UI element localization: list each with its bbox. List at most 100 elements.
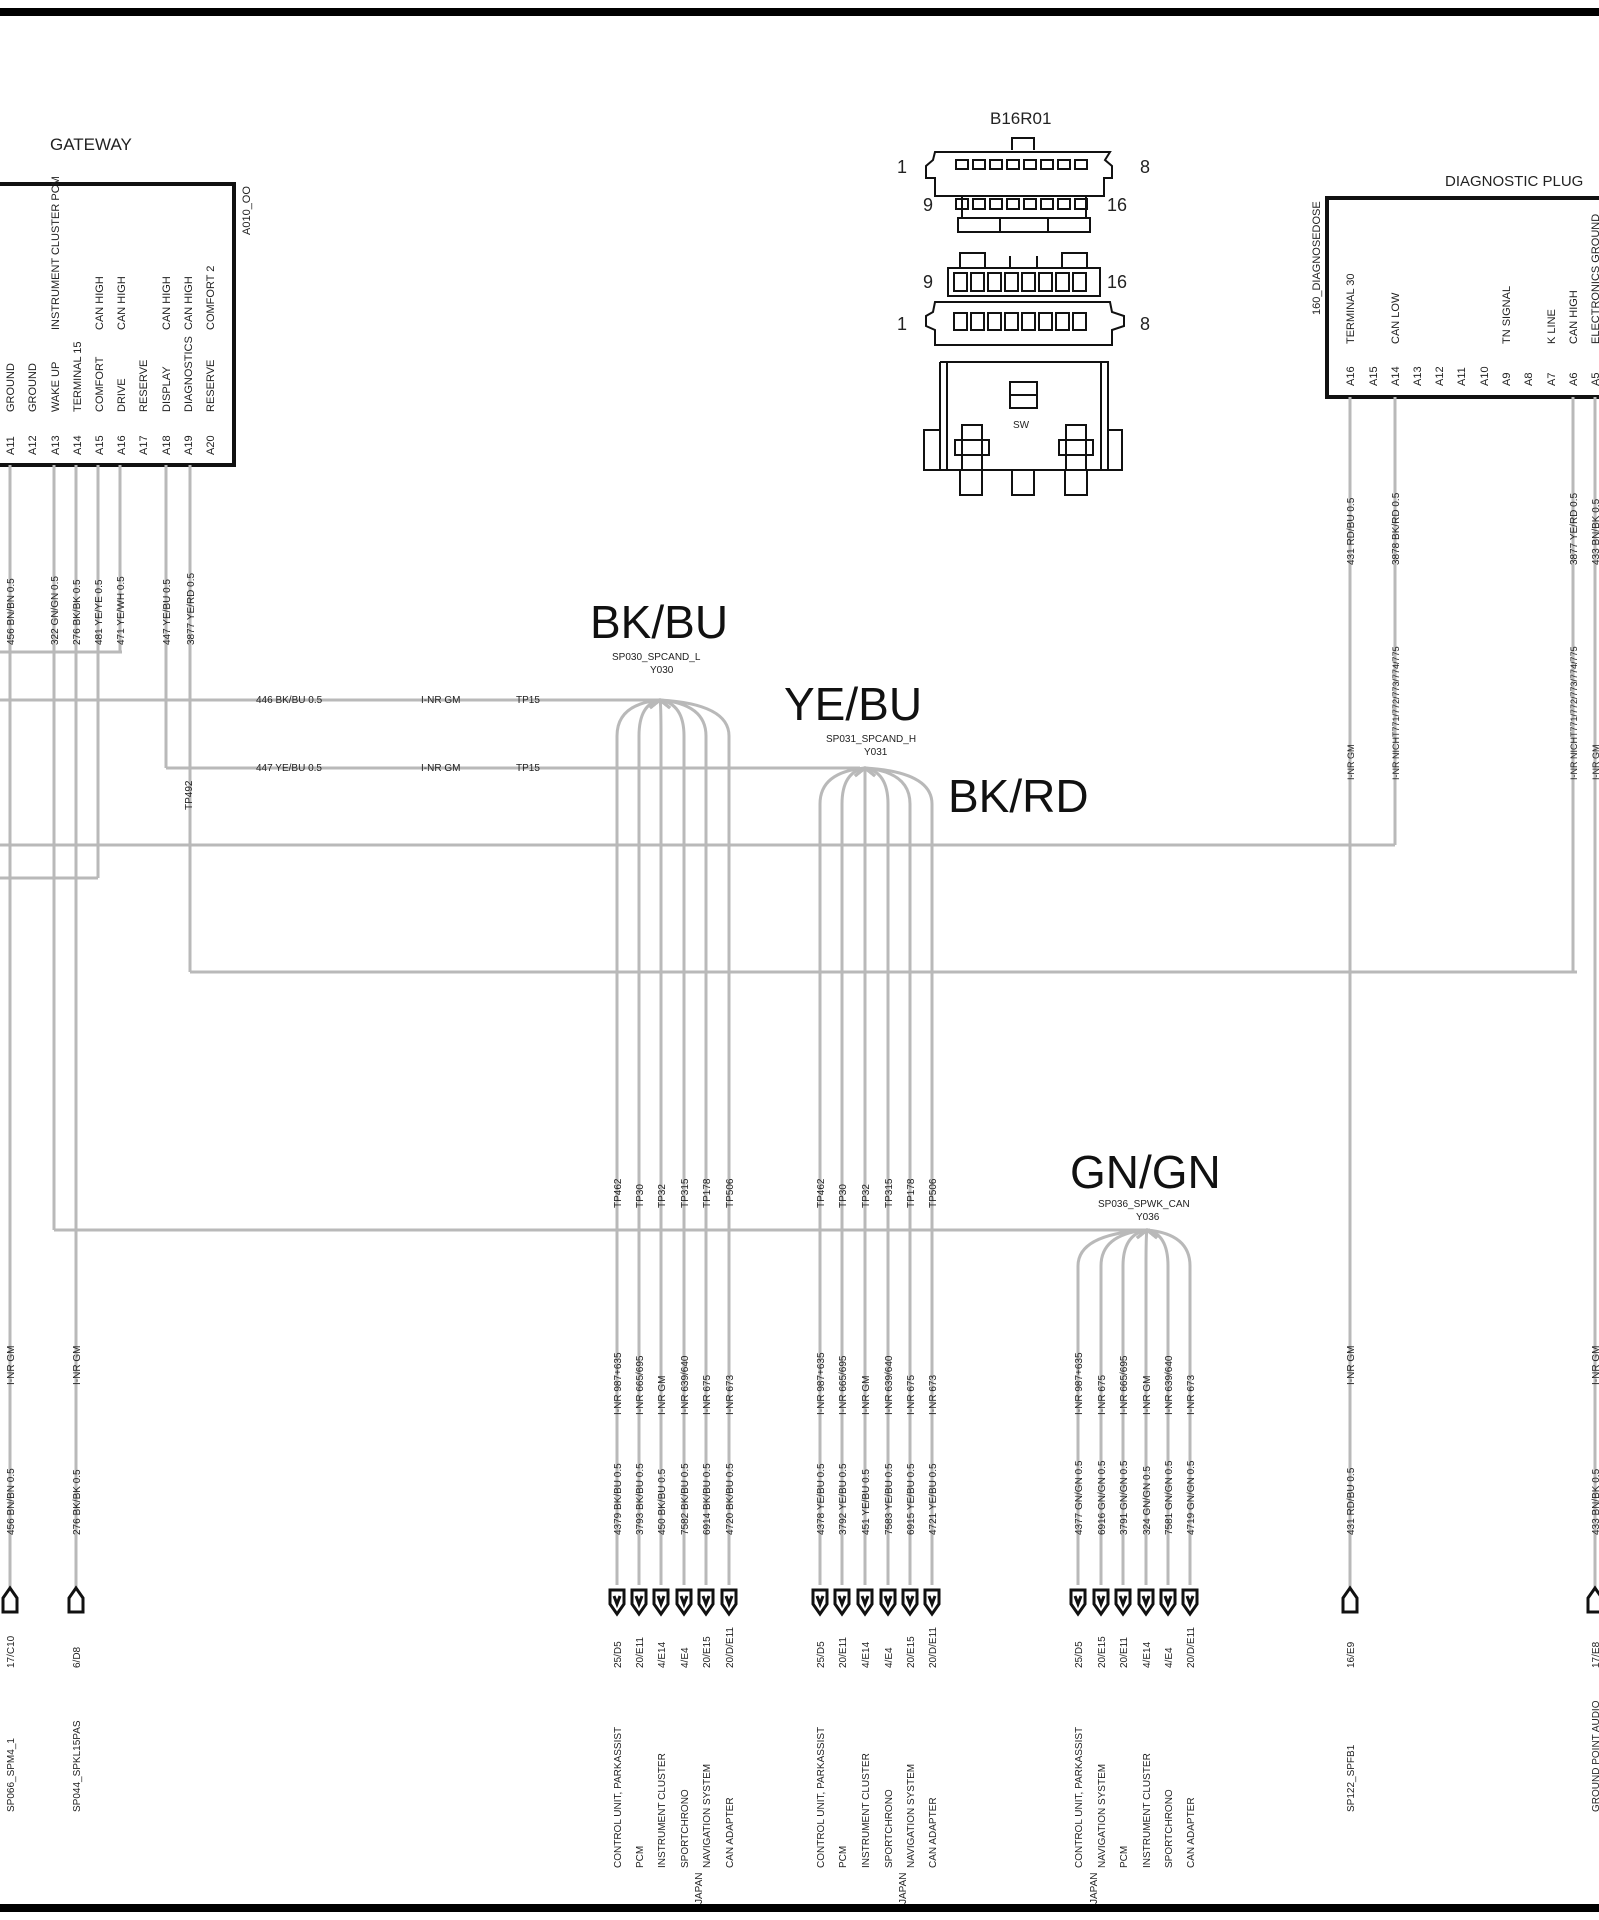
connector-cavity	[1055, 272, 1070, 292]
connector-cavity	[1038, 312, 1053, 331]
diag-pin-name: CAN HIGH	[1568, 290, 1580, 344]
connector-pin-9-top: 9	[923, 195, 933, 215]
splice-target-region: JAPAN	[1089, 1873, 1100, 1905]
connector-cavity	[1004, 312, 1019, 331]
splice-branch	[1121, 1228, 1148, 1585]
splice-target: NAVIGATION SYSTEM	[906, 1764, 917, 1868]
splice-ref: 4/E4	[680, 1647, 691, 1668]
gateway-wire-label: 471 YE/WH 0.5	[116, 576, 127, 645]
gateway-pin-function: CAN HIGH	[116, 276, 128, 330]
wire-testpoint: TP15	[516, 763, 540, 774]
splice-ref: 4/E14	[1142, 1641, 1153, 1668]
gateway-pin-number: A18	[161, 435, 173, 455]
connector-cavity	[1023, 198, 1037, 210]
connector-cavity	[1072, 272, 1087, 292]
splice-wire-label: 451 YE/BU 0.5	[861, 1469, 872, 1535]
connector-pin-8-top: 8	[1140, 157, 1150, 177]
diag-pin-name: TN SIGNAL	[1501, 286, 1513, 344]
gateway-pin-function: CAN HIGH	[161, 276, 173, 330]
harness-wires: 446 BK/BU 0.5 I-NR GM TP15 447 YE/BU 0.5…	[0, 650, 1577, 1232]
splice-option: I-NR 673	[725, 1375, 736, 1415]
splice-target: CONTROL UNIT, PARKASSIST	[816, 1727, 827, 1868]
diag-pin-number: A13	[1412, 366, 1424, 386]
lead-wire-label: 431 RD/BU 0.5	[1346, 1467, 1357, 1535]
splice-wire-label: 324 GN/GN 0.5	[1142, 1466, 1153, 1535]
splice-option: I-NR 675	[906, 1375, 917, 1415]
connector-cavity	[1038, 272, 1053, 292]
connector-pin-16-bottom: 16	[1107, 272, 1127, 292]
connector-latch-top	[1011, 137, 1035, 150]
splice-target: CAN ADAPTER	[928, 1797, 939, 1868]
connector-housing	[923, 361, 1123, 496]
gateway-wire-label: 276 BK/BK 0.5	[72, 579, 83, 645]
diag-box	[1325, 196, 1599, 399]
splice-wire-label: 4721 YE/BU 0.5	[928, 1463, 939, 1535]
diag-pin-number: A7	[1546, 373, 1558, 386]
connector-cavity	[1006, 198, 1020, 210]
splice-name: SP036_SPWK_CAN	[1098, 1199, 1190, 1210]
connector-cavity	[970, 312, 985, 331]
connector-cavity	[1006, 159, 1020, 170]
connector-cavity	[1040, 198, 1054, 210]
splice-testpoint: TP30	[635, 1184, 646, 1208]
terminal-icon	[879, 1588, 897, 1617]
splice-ref: 4/E14	[861, 1641, 872, 1668]
terminal-icon	[675, 1588, 693, 1617]
splice-branch	[659, 698, 731, 1585]
terminal-icon	[652, 1588, 670, 1617]
splice-target: PCM	[635, 1846, 646, 1868]
connector-cavity	[1055, 312, 1070, 331]
splice-wire-label: 7583 YE/BU 0.5	[884, 1463, 895, 1535]
connector-terminals	[954, 424, 1094, 471]
connector-housing-inner	[946, 362, 1102, 470]
splice-code: Y030	[650, 665, 674, 676]
diag-pin-name: ELECTRONICS GROUND	[1590, 214, 1599, 344]
gateway-wire-label: 447 YE/BU 0.5	[162, 579, 173, 645]
splice-option: I-NR 673	[1186, 1375, 1197, 1415]
diag-wire-option: I-NR NICHT771/772/773/774/775	[1391, 646, 1401, 780]
splice-branch	[1099, 1228, 1148, 1585]
terminal-icon	[630, 1588, 648, 1617]
connector-pin-16-top: 16	[1107, 195, 1127, 215]
connector-top-shell	[925, 151, 1113, 197]
splice-target: NAVIGATION SYSTEM	[702, 1764, 713, 1868]
connector-cavity	[1021, 312, 1036, 331]
gateway-pin-number: A13	[50, 435, 62, 455]
diag-pin-number: A9	[1501, 373, 1513, 386]
diag-pin-name: K LINE	[1546, 309, 1558, 344]
splice-ref: 20/E15	[702, 1636, 713, 1668]
splice-testpoint: TP32	[861, 1184, 872, 1208]
splice-ref: 20/E11	[1119, 1637, 1130, 1668]
terminal-icon	[608, 1588, 626, 1617]
gateway-pin-number: A11	[5, 436, 17, 455]
diag-title: DIAGNOSTIC PLUG	[1445, 173, 1583, 190]
splice-ref: 25/D5	[613, 1641, 624, 1668]
lead-option: I-NR GM	[6, 1346, 17, 1385]
connector-cavity	[1057, 159, 1071, 170]
diag-pin-name: CAN LOW	[1390, 292, 1402, 344]
diag-pin-name: TERMINAL 30	[1345, 273, 1357, 344]
splice-wire-label: 3791 GN/GN 0.5	[1119, 1460, 1130, 1535]
terminal-icon	[901, 1588, 919, 1617]
gateway-pin-function: CAN HIGH	[183, 276, 195, 330]
splice-testpoint: TP462	[613, 1178, 624, 1208]
connector-cavity	[972, 159, 986, 170]
lead-target: SP066_SPM4_1	[6, 1738, 17, 1812]
splice-wire-label: 6914 BK/BU 0.5	[702, 1463, 713, 1535]
diagnostic-plug: DIAGNOSTIC PLUG 160_DIAGNOSEDOSE A16TERM…	[1311, 173, 1599, 1590]
lead-ref: 6/D8	[72, 1646, 83, 1668]
gateway-pin-number: A20	[205, 435, 217, 455]
diag-pin-number: A11	[1456, 367, 1468, 386]
gateway-wire-label: 3877 YE/RD 0.5	[186, 572, 197, 645]
terminal-icon	[697, 1588, 715, 1617]
connector-sw-key	[1009, 381, 1038, 409]
splice-testpoint: TP506	[928, 1178, 939, 1208]
splice-target-region: JAPAN	[694, 1873, 705, 1905]
terminal-icon	[1, 1585, 19, 1614]
top-border	[0, 8, 1599, 16]
connector-cavity	[1004, 272, 1019, 292]
wire-label: 446 BK/BU 0.5	[256, 695, 323, 706]
terminal-icon	[923, 1588, 941, 1617]
